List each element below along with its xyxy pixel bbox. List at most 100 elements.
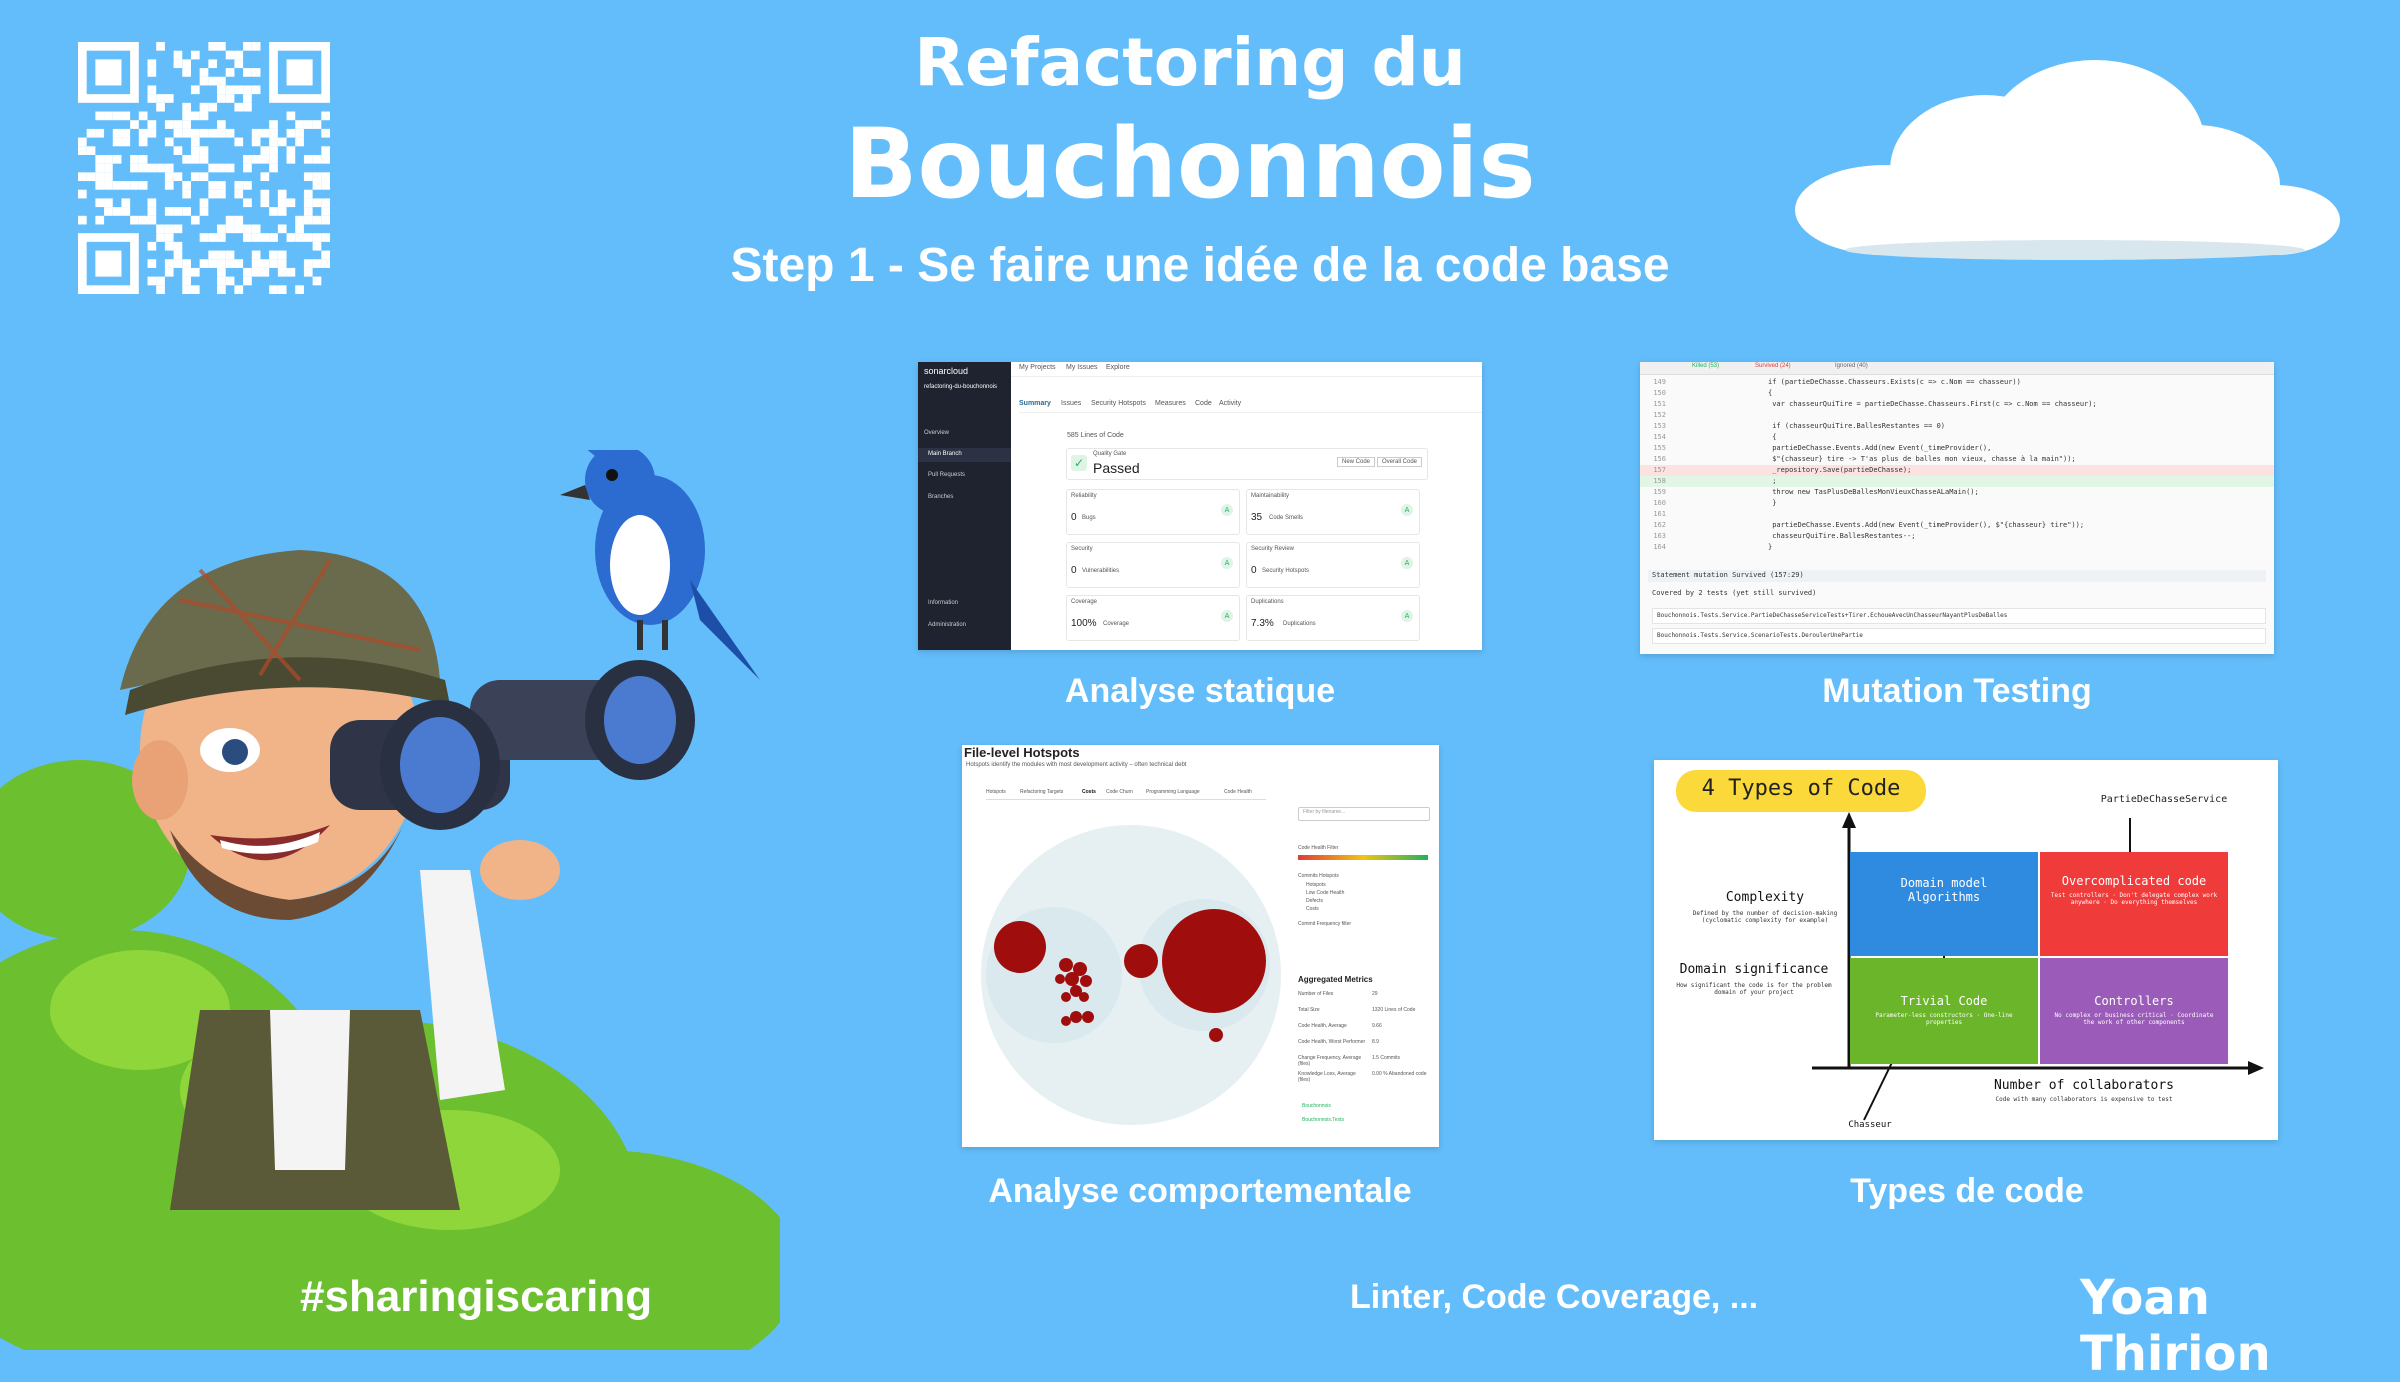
- line-code: var chasseurQuiTire = partieDeChasse.Cha…: [1768, 400, 2097, 408]
- filter-survived[interactable]: Survived (24): [1755, 363, 1791, 369]
- line-number: 152: [1653, 411, 1666, 419]
- metric-unit: Code Smells: [1269, 515, 1304, 521]
- quality-gate-card: ✓ Quality Gate Passed New Code Overall C…: [1066, 448, 1428, 480]
- sonar-side-pull-requests[interactable]: Pull Requests: [928, 472, 966, 478]
- hs-tab-hotspots[interactable]: Hotspots: [986, 789, 1006, 795]
- rating-badge: A: [1221, 504, 1233, 516]
- metric-label: Reliability: [1071, 493, 1097, 499]
- line-code: [1678, 411, 1768, 419]
- behavioral-analysis-caption: Analyse comportementale: [988, 1172, 1412, 1210]
- link-bouchonnois-tests[interactable]: Bouchonnois.Tests: [1302, 1117, 1344, 1123]
- mutation-status: Statement mutation Survived (157:29): [1652, 571, 1804, 579]
- types-of-code-caption: Types de code: [1850, 1172, 2084, 1210]
- hotspots-description: Hotspots identify the modules with most …: [966, 762, 1187, 768]
- nav-my-issues[interactable]: My Issues: [1066, 364, 1098, 371]
- sonar-side-branches[interactable]: Branches: [928, 494, 954, 500]
- sonar-project-name[interactable]: refactoring-du-bouchonnois: [924, 384, 998, 390]
- agg-metric-key: Code Health, Average: [1298, 1023, 1347, 1029]
- check-icon: ✓: [1071, 455, 1087, 471]
- hotspot-filter-input[interactable]: Filter by filename...: [1303, 809, 1346, 815]
- code-health-slider[interactable]: [1298, 855, 1428, 860]
- line-code: }: [1768, 543, 1773, 551]
- metric-value: 35: [1251, 512, 1263, 523]
- agg-metric-value: 8.9: [1372, 1039, 1379, 1045]
- sonar-side-main-branch[interactable]: Main Branch: [928, 451, 962, 457]
- agg-metric-key: Change Frequency, Average (files): [1298, 1055, 1362, 1067]
- hashtag: #sharingiscaring: [300, 1272, 653, 1321]
- overall-code-button[interactable]: Overall Code: [1377, 457, 1423, 467]
- nav-my-projects[interactable]: My Projects: [1019, 364, 1056, 371]
- code-line: 151 var chasseurQuiTire = partieDeChasse…: [1640, 399, 2274, 410]
- hotspots-panel: File-level Hotspots Hotspots identify th…: [962, 745, 1439, 1147]
- code-line: 162 partieDeChasse.Events.Add(new Event(…: [1640, 520, 2274, 531]
- hs-tab-churn[interactable]: Code Churn: [1106, 789, 1133, 795]
- qr-code[interactable]: [78, 42, 330, 294]
- check-costs[interactable]: Costs: [1306, 906, 1319, 912]
- link-bouchonnois[interactable]: Bouchonnois: [1302, 1103, 1331, 1109]
- tab-code[interactable]: Code: [1195, 400, 1212, 407]
- commit-frequency-label: Commit Frequency filter: [1298, 921, 1352, 927]
- sonar-side-information[interactable]: Information: [928, 600, 959, 606]
- metric-unit: Duplications: [1283, 621, 1316, 627]
- hs-tab-refactoring[interactable]: Refactoring Targets: [1020, 789, 1064, 795]
- tab-summary[interactable]: Summary: [1019, 400, 1051, 407]
- x-axis-collaborators-desc: Code with many collaborators is expensiv…: [1995, 1096, 2173, 1103]
- code-line: 156 $"{chasseur} tire -> T'as plus de ba…: [1640, 454, 2274, 465]
- new-code-button[interactable]: New Code: [1337, 457, 1376, 467]
- rating-badge: A: [1221, 610, 1233, 622]
- line-number: 163: [1653, 532, 1666, 540]
- hs-tab-costs[interactable]: Costs: [1082, 789, 1096, 795]
- quadrant-overcomplicated: Overcomplicated code Test controllers · …: [2040, 852, 2228, 956]
- code-line: 159 throw new TasPlusDeBallesMonVieuxCha…: [1640, 487, 2274, 498]
- check-low-code-health[interactable]: Low Code Health: [1306, 890, 1345, 896]
- sonar-brand: sonarcloud: [924, 366, 969, 376]
- nav-explore[interactable]: Explore: [1106, 364, 1130, 371]
- hotspot-circle-packing[interactable]: [976, 805, 1286, 1141]
- line-code: throw new TasPlusDeBallesMonVieuxChasseA…: [1768, 488, 1979, 496]
- metric-label: Duplications: [1251, 599, 1284, 605]
- tab-measures[interactable]: Measures: [1155, 400, 1186, 407]
- tab-issues[interactable]: Issues: [1061, 400, 1082, 407]
- check-hotspots[interactable]: Hotspots: [1306, 882, 1326, 888]
- metric-label: Security: [1071, 546, 1093, 552]
- line-number: 158: [1653, 477, 1666, 485]
- line-code: if (chasseurQuiTire.BallesRestantes == 0…: [1768, 422, 1946, 430]
- y-axis-complexity-desc: Defined by the number of decision-making…: [1692, 910, 1838, 924]
- title-line-1: Refactoring du: [914, 24, 1466, 101]
- hs-tab-health[interactable]: Code Health: [1224, 789, 1252, 795]
- lines-of-code: 585 Lines of Code: [1067, 432, 1124, 439]
- line-code: _repository.Save(partieDeChasse);: [1768, 466, 1912, 474]
- rating-badge: A: [1221, 557, 1233, 569]
- filter-ignored[interactable]: Ignored (40): [1835, 363, 1868, 369]
- metric-value: 0: [1071, 565, 1077, 576]
- code-line: 164}: [1640, 542, 2274, 553]
- line-number: 155: [1653, 444, 1666, 452]
- line-code: [1678, 510, 1768, 518]
- quality-gate-label: Quality Gate: [1093, 451, 1127, 457]
- sonar-side-administration[interactable]: Administration: [928, 622, 967, 628]
- metric-value: 0: [1071, 512, 1077, 523]
- hs-tab-language[interactable]: Programming Language: [1146, 789, 1200, 795]
- tab-activity[interactable]: Activity: [1219, 400, 1242, 407]
- covering-test-2[interactable]: Bouchonnois.Tests.Service.ScenarioTests.…: [1657, 632, 1863, 639]
- filter-killed[interactable]: Killed (53): [1692, 363, 1720, 369]
- line-code: }: [1768, 499, 1777, 507]
- cloud-icon: [1795, 60, 2340, 260]
- code-line: 153 if (chasseurQuiTire.BallesRestantes …: [1640, 421, 2274, 432]
- x-axis-collaborators: Number of collaborators: [1993, 1078, 2174, 1093]
- types-badge: 4 Types of Code: [1701, 776, 1901, 801]
- tab-security-hotspots[interactable]: Security Hotspots: [1091, 400, 1146, 407]
- sonar-sidebar: sonarcloud refactoring-du-bouchonnois Ov…: [918, 362, 1011, 650]
- sonar-side-overview[interactable]: Overview: [924, 430, 950, 436]
- check-defects[interactable]: Defects: [1306, 898, 1323, 904]
- covering-test-1[interactable]: Bouchonnois.Tests.Service.PartieDeChasse…: [1657, 612, 2008, 619]
- y-axis-domain-significance: Domain significance: [1679, 962, 1829, 977]
- code-line: 157 _repository.Save(partieDeChasse);: [1640, 465, 2274, 476]
